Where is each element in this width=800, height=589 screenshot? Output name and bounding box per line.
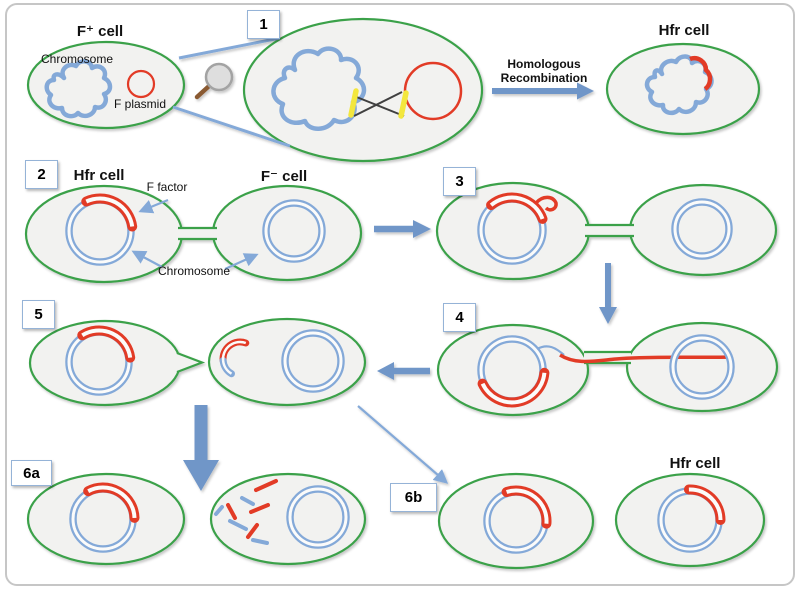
- hfr-cell-top: [605, 42, 761, 136]
- magnification-cone: [172, 36, 291, 148]
- f-plasmid-circle: [126, 69, 156, 99]
- arrow-step5-to-6b: [357, 405, 449, 484]
- step5-recipient-contents: [219, 329, 345, 393]
- step6a-hfr-cell: [26, 472, 186, 566]
- bridge-step2: [178, 228, 217, 239]
- chromosome-blob-hfr: [644, 54, 714, 116]
- hfr-cell-label-top: Hfr cell: [658, 22, 710, 39]
- step4-recipient-chromosome: [669, 334, 735, 400]
- step-box-6a: 6a: [11, 460, 52, 486]
- step6b-chromosome: [483, 485, 552, 554]
- step6a-hfr-chromosome: [69, 482, 140, 553]
- chromosome-label-top: Chromosome: [40, 52, 114, 66]
- magnifier-icon: [194, 62, 234, 100]
- dna-fragment: [246, 523, 259, 539]
- chromosome-pointer-left: [131, 250, 163, 268]
- step-box-1: 1: [247, 10, 280, 39]
- step3-donor-chromosome: [477, 192, 558, 265]
- f-plasmid-label: F plasmid: [113, 97, 167, 111]
- dna-fragment: [228, 519, 248, 531]
- step2-donor-chromosome: [65, 193, 138, 266]
- step6a-degraded-contents: [214, 479, 350, 549]
- step2-recipient-chromosome: [262, 199, 326, 263]
- homology-sites-yellow: [348, 88, 409, 119]
- hfr-cell-label-bottom: Hfr cell: [669, 455, 721, 472]
- chromosome-pointer-right: [224, 253, 259, 271]
- f-factor-pointer: [138, 198, 169, 214]
- hfr-cell-bottom: [614, 472, 766, 568]
- hfr-bottom-chromosome: [657, 484, 726, 553]
- step-box-2: 2: [25, 160, 58, 189]
- conjugation-bridges: [178, 223, 634, 365]
- hfr-cell-label-step2: Hfr cell: [73, 167, 125, 184]
- step-box-4: 4: [443, 303, 476, 332]
- dna-fragment: [249, 503, 270, 514]
- step6b-cell: [437, 472, 595, 570]
- bridge-step3: [585, 225, 634, 236]
- f-minus-cell-label: F⁻ cell: [260, 168, 308, 185]
- chromosome-label-step2: Chromosome: [157, 264, 231, 278]
- step4-recipient-cell: [625, 321, 779, 413]
- dna-fragment: [214, 505, 224, 516]
- step-box-5: 5: [22, 300, 55, 329]
- flow-arrows: [131, 82, 617, 491]
- step-box-3: 3: [443, 167, 476, 196]
- step5-donor-chromosome: [65, 325, 136, 396]
- strand-stub: [536, 345, 565, 356]
- nicked-strand-end: [534, 195, 558, 212]
- dna-fragment: [226, 503, 237, 520]
- recombination-arrow-label: Homologous Recombination: [500, 57, 588, 86]
- dna-fragment: [240, 496, 255, 506]
- transferred-strand: [559, 353, 732, 364]
- crossover-x: [353, 91, 405, 117]
- f-factor-label: F factor: [146, 180, 188, 194]
- bridge-step4: [584, 352, 631, 363]
- dna-fragment: [251, 538, 269, 545]
- f-plus-cell-label: F⁺ cell: [76, 23, 124, 40]
- slide-frame: [5, 3, 795, 586]
- step-box-6b: 6b: [390, 483, 437, 512]
- step3-recipient-chromosome: [671, 198, 733, 260]
- dna-fragment: [254, 479, 278, 492]
- chromosome-blob-large: [271, 46, 367, 131]
- chromosome-blob-fplus: [44, 59, 113, 119]
- step4-donor-chromosome: [477, 335, 732, 408]
- integrated-f-factor-top: [689, 56, 713, 91]
- step5-donor-beak: [176, 351, 206, 374]
